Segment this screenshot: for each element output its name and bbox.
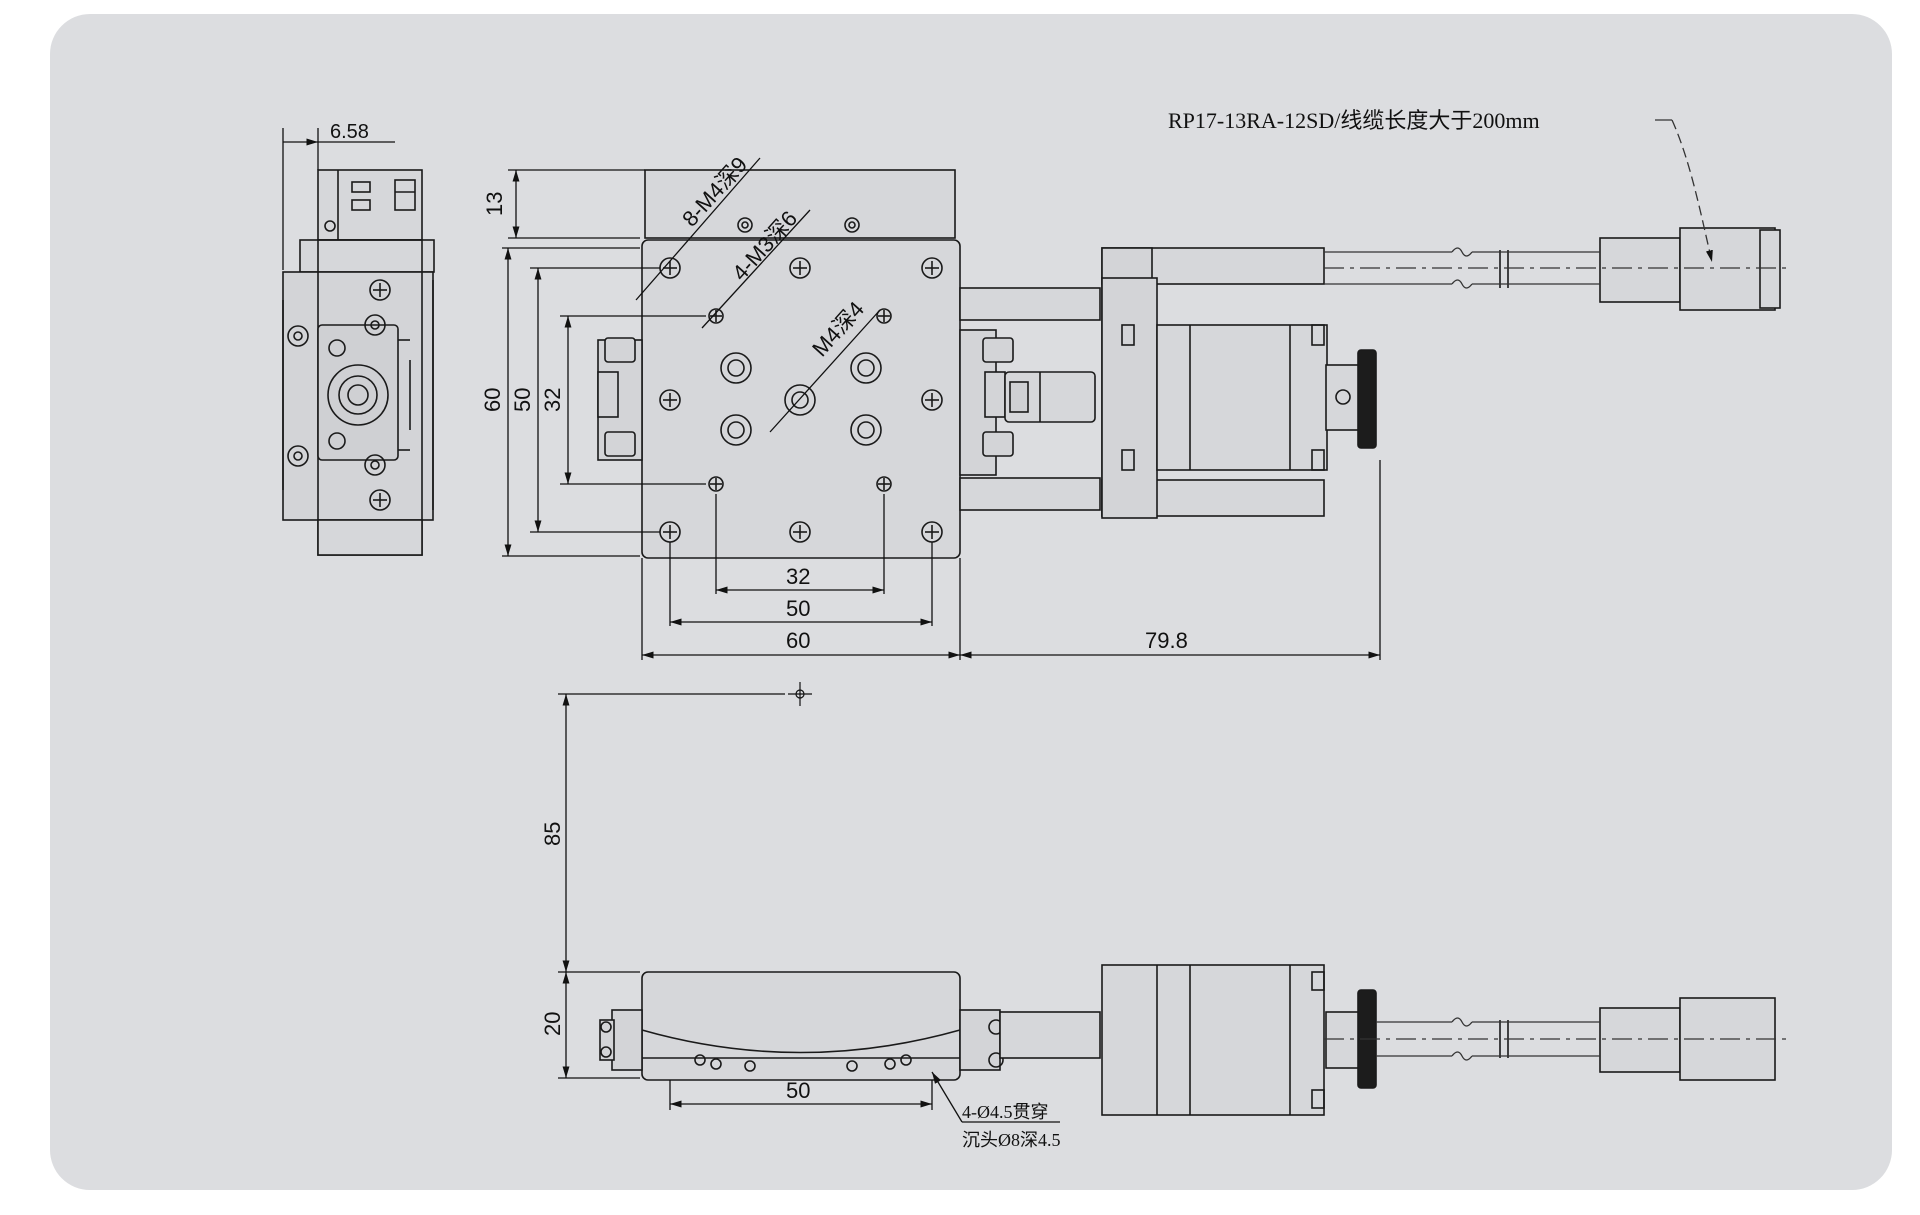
dim-side-width	[282, 128, 395, 270]
callout-leaders	[635, 157, 881, 433]
cable-note: RP17-13RA-12SD/线缆长度大于200mm	[1168, 108, 1540, 133]
dim-height-60: 60	[480, 388, 505, 412]
dim-bottom-50-lines	[669, 1071, 1060, 1123]
hole-note-line1: 4-Ø4.5贯穿	[962, 1102, 1049, 1122]
dim-side-width-label: 6.58	[330, 121, 369, 143]
dims-vertical	[502, 169, 706, 557]
cable	[1324, 247, 1790, 289]
dim-height-32: 32	[540, 388, 565, 412]
dim-top-offset: 13	[482, 192, 507, 216]
dim-vertical-gap-lines	[558, 693, 785, 1079]
front-view	[599, 964, 1776, 1116]
cable-note-leader	[1655, 119, 1713, 263]
dim-bottom-50: 50	[786, 1078, 810, 1103]
dim-stage-height: 20	[540, 1012, 565, 1036]
center-mark	[788, 682, 812, 706]
dim-motor-length: 79.8	[1145, 628, 1188, 653]
side-view	[282, 169, 435, 556]
dims-horizontal	[641, 460, 1381, 660]
dim-height-50: 50	[510, 388, 535, 412]
dim-vertical-gap: 85	[540, 822, 565, 846]
hole-note-line2: 沉头Ø8深4.5	[962, 1130, 1061, 1150]
dim-width-60: 60	[786, 628, 810, 653]
dim-width-50: 50	[786, 596, 810, 621]
front-cable	[1324, 1017, 1790, 1061]
top-view	[597, 169, 1781, 559]
dim-width-32: 32	[786, 564, 810, 589]
